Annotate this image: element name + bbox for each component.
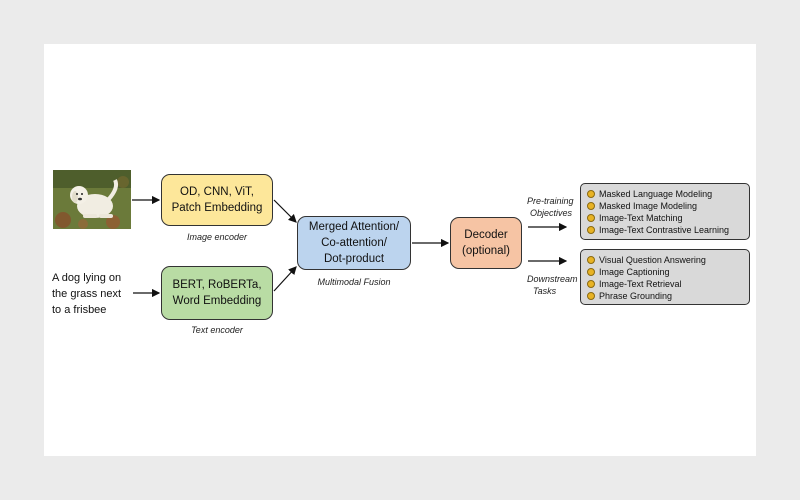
input-text: A dog lying on the grass next to a frisb… <box>52 270 152 318</box>
downstream-list: Visual Question Answering Image Captioni… <box>580 249 750 305</box>
downstream-label-line: Downstream <box>527 274 578 284</box>
input-image-dog-photo <box>53 170 131 229</box>
image-encoder-box: OD, CNN, ViT, Patch Embedding <box>161 174 273 226</box>
list-item: Image Captioning <box>587 266 743 278</box>
text-encoder-caption: Text encoder <box>191 325 243 335</box>
decoder-line: Decoder <box>464 229 508 241</box>
bullet-dot-icon <box>587 226 595 234</box>
arrow-text-encoder-to-fusion <box>273 266 297 292</box>
input-text-line: to a frisbee <box>52 304 107 316</box>
pretraining-label: Pre-training Objectives <box>527 195 574 219</box>
bullet-dot-icon <box>587 190 595 198</box>
list-item-label: Image-Text Matching <box>599 213 683 223</box>
bullet-dot-icon <box>587 202 595 210</box>
image-encoder-line: Patch Embedding <box>171 202 263 214</box>
list-item-label: Masked Image Modeling <box>599 201 698 211</box>
list-item: Visual Question Answering <box>587 254 743 266</box>
list-item-label: Phrase Grounding <box>599 291 673 301</box>
list-item: Phrase Grounding <box>587 290 743 302</box>
fusion-box: Merged Attention/ Co-attention/ Dot-prod… <box>297 216 411 270</box>
pretraining-list: Masked Language Modeling Masked Image Mo… <box>580 183 750 240</box>
fusion-caption: Multimodal Fusion <box>317 277 391 287</box>
list-item-label: Visual Question Answering <box>599 255 706 265</box>
arrow-image-encoder-to-fusion <box>273 199 297 223</box>
downstream-label: Downstream Tasks <box>527 273 578 297</box>
bullet-dot-icon <box>587 280 595 288</box>
text-encoder-line: BERT, RoBERTa, <box>172 279 262 291</box>
list-item-label: Image-Text Contrastive Learning <box>599 225 730 235</box>
image-encoder-caption: Image encoder <box>186 232 248 242</box>
list-item: Image-Text Matching <box>587 212 743 224</box>
fusion-line: Merged Attention/ <box>308 221 400 233</box>
list-item: Masked Image Modeling <box>587 200 743 212</box>
list-item-label: Image Captioning <box>599 267 670 277</box>
bullet-dot-icon <box>587 214 595 222</box>
pretraining-label-line: Pre-training <box>527 196 574 206</box>
list-item-label: Masked Language Modeling <box>599 189 713 199</box>
fusion-line: Co-attention/ <box>321 237 387 249</box>
list-item: Masked Language Modeling <box>587 188 743 200</box>
text-encoder-line: Word Embedding <box>172 295 262 307</box>
bullet-dot-icon <box>587 292 595 300</box>
list-item: Image-Text Contrastive Learning <box>587 224 743 236</box>
bullet-dot-icon <box>587 268 595 276</box>
downstream-label-line: Tasks <box>533 286 557 296</box>
image-encoder-line: OD, CNN, ViT, <box>180 186 254 198</box>
input-text-line: A dog lying on <box>52 272 122 284</box>
list-item: Image-Text Retrieval <box>587 278 743 290</box>
bullet-dot-icon <box>587 256 595 264</box>
input-text-line: the grass next <box>52 288 122 300</box>
decoder-line: (optional) <box>462 245 510 257</box>
pretraining-label-line: Objectives <box>530 208 573 218</box>
decoder-box: Decoder (optional) <box>450 217 522 269</box>
list-item-label: Image-Text Retrieval <box>599 279 682 289</box>
text-encoder-box: BERT, RoBERTa, Word Embedding <box>161 266 273 320</box>
fusion-line: Dot-product <box>323 253 385 265</box>
